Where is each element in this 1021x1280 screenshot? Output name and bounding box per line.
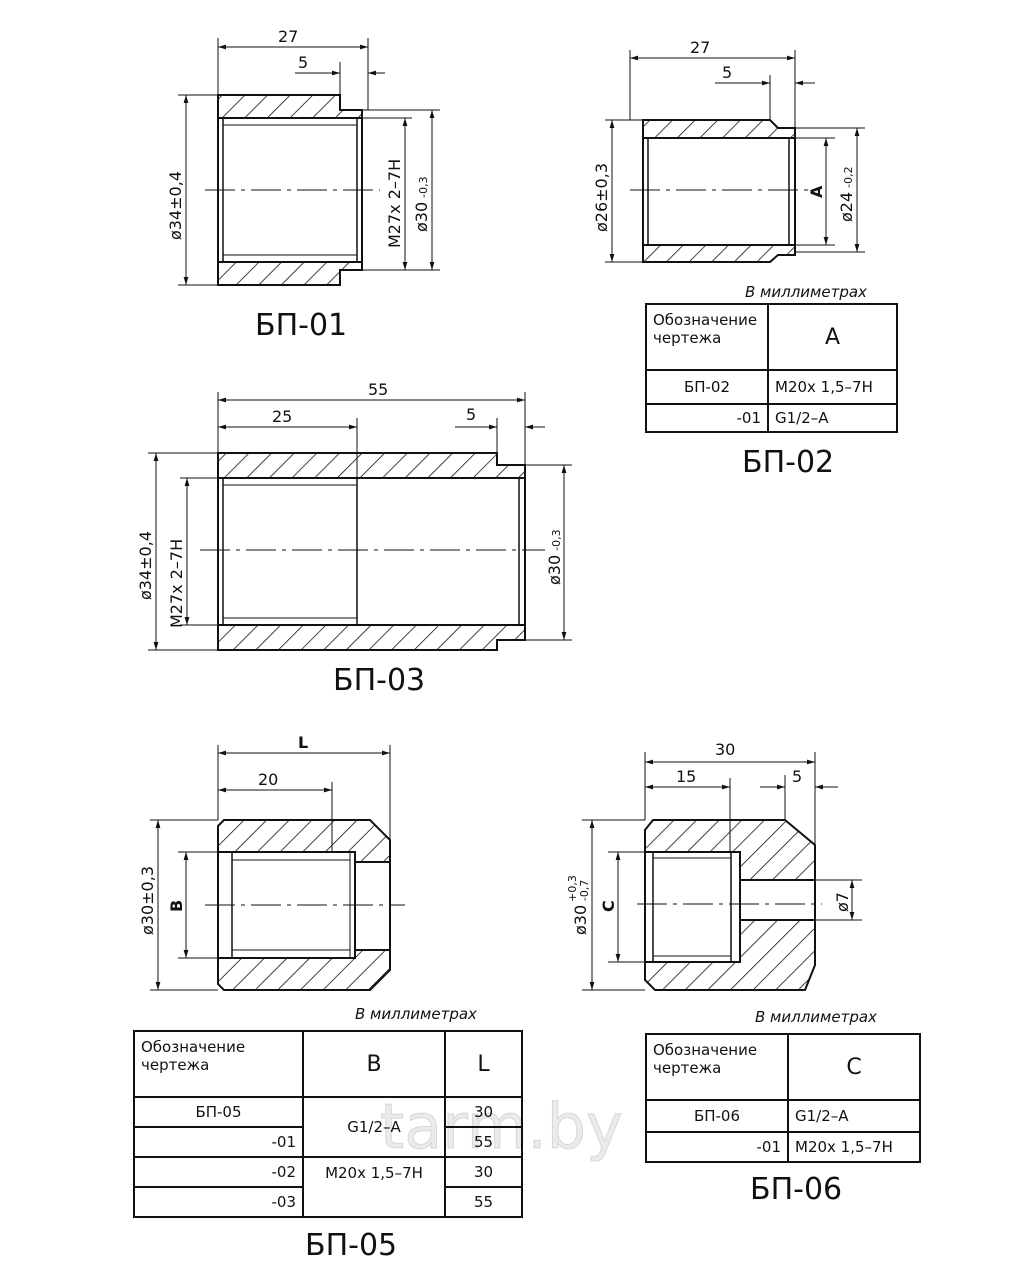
bp01-outer-dia-dim: ø34±0,4	[166, 171, 185, 240]
bp01-label: БП-01	[255, 308, 347, 343]
part-bp01	[178, 38, 440, 286]
bp03-label: БП-03	[333, 663, 425, 698]
bp02-length-dim: 27	[690, 38, 710, 57]
bp06-thread-dim: C	[599, 900, 618, 912]
col-a: A	[767, 303, 898, 371]
col-c: C	[787, 1033, 921, 1101]
bp03-thread-length-dim: 25	[272, 407, 292, 426]
bp06-units-caption: В миллиметрах	[755, 1008, 877, 1026]
bp05-length-dim: L	[298, 733, 308, 752]
bp02-label: БП-02	[742, 445, 834, 480]
bp06-step-dim: 5	[792, 767, 802, 786]
part-bp03	[148, 392, 572, 651]
part-bp05	[150, 745, 405, 991]
bp03-length-dim: 55	[368, 380, 388, 399]
bp05-thread-length-dim: 20	[258, 770, 278, 789]
bp03-step-dim: 5	[466, 405, 476, 424]
bp03-thread-dim: M27x 2–7H	[167, 539, 186, 628]
bp06-hole-dia-dim: ø7	[833, 892, 852, 912]
part-bp02	[605, 50, 865, 263]
bp06-label: БП-06	[750, 1172, 843, 1207]
bp03-outer-dia-dim: ø34±0,4	[136, 531, 155, 600]
watermark: tarm.by	[380, 1090, 624, 1164]
bp06-length-dim: 30	[715, 740, 735, 759]
part-bp06	[582, 752, 862, 991]
bp02-units-caption: В миллиметрах	[745, 283, 867, 301]
bp05-outer-dia-dim: ø30±0,3	[138, 866, 157, 935]
bp03-step-dia-dim: ø30-0,3	[545, 529, 564, 585]
bp05-units-caption: В миллиметрах	[355, 1005, 477, 1023]
bp02-thread-dim: A	[807, 185, 826, 198]
col-designation: Обозначение чертежа	[645, 1033, 789, 1101]
bp01-step-dim: 5	[298, 53, 308, 72]
bp01-thread-dim: M27x 2–7H	[385, 159, 404, 248]
bp06-outer-dia-dim: ø30+0,3-0,7	[566, 875, 591, 935]
col-l: L	[444, 1030, 523, 1098]
bp01-length-dim: 27	[278, 27, 298, 46]
col-designation: Обозначение чертежа	[133, 1030, 304, 1098]
bp02-step-dim: 5	[722, 63, 732, 82]
bp06-thread-length-dim: 15	[676, 767, 696, 786]
bp05-thread-dim: B	[167, 900, 186, 912]
bp02-outer-dia-dim: ø26±0,3	[592, 163, 611, 232]
bp02-step-dia-dim: ø24-0,2	[837, 166, 856, 222]
col-designation: Обозначение чертежа	[645, 303, 769, 371]
bp05-label: БП-05	[305, 1228, 398, 1263]
bp01-step-dia-dim: ø30-0,3	[412, 176, 431, 232]
col-b: B	[302, 1030, 446, 1098]
